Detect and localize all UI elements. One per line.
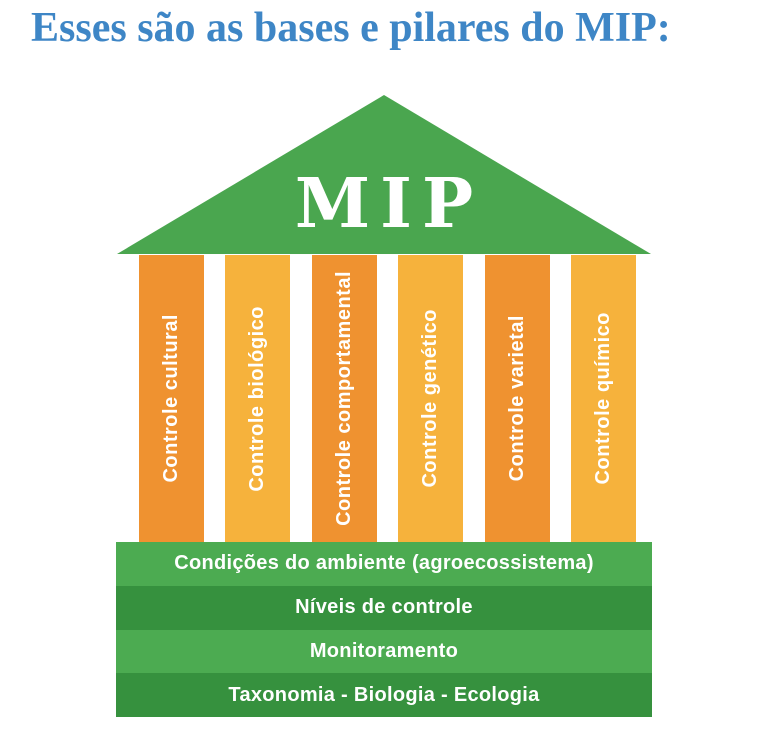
pillar-label: Controle cultural — [160, 314, 182, 483]
page-title: Esses são as bases e pilares do MIP: — [31, 5, 671, 51]
pillar-1: Controle cultural — [139, 255, 204, 542]
pillar-label: Controle varietal — [505, 315, 528, 482]
base-bar-label: Taxonomia - Biologia - Ecologia — [228, 683, 540, 706]
pillar-label: Controle químico — [591, 312, 614, 485]
pillar-6: Controle químico — [570, 255, 636, 542]
base-bar-3: Monitoramento — [116, 629, 652, 674]
base-bar-label: Condições do ambiente (agroecossistema) — [174, 552, 594, 575]
base-bars: Condições do ambiente (agroecossistema) N… — [116, 542, 652, 717]
pillar-4: Controle genético — [398, 255, 464, 542]
pillar-label: Controle genético — [419, 309, 442, 488]
base-bar-2: Níveis de controle — [116, 585, 652, 630]
roof-triangle: MIP — [117, 95, 651, 254]
pillar-3: Controle comportamental — [311, 255, 377, 542]
base-bar-4: Taxonomia - Biologia - Ecologia — [116, 673, 652, 717]
pillar-label: Controle biológico — [246, 305, 269, 492]
roof-label: MIP — [294, 164, 484, 244]
base-bar-1: Condições do ambiente (agroecossistema) — [116, 542, 652, 586]
pillar-5: Controle varietal — [484, 255, 550, 542]
base-bar-label: Monitoramento — [309, 639, 459, 662]
base-bar-label: Níveis de controle — [295, 596, 473, 619]
pillars-row: Controle cultural Controle biológico Contr… — [139, 255, 636, 542]
pillar-label: Controle comportamental — [332, 271, 355, 526]
pillar-2: Controle biológico — [225, 255, 291, 542]
